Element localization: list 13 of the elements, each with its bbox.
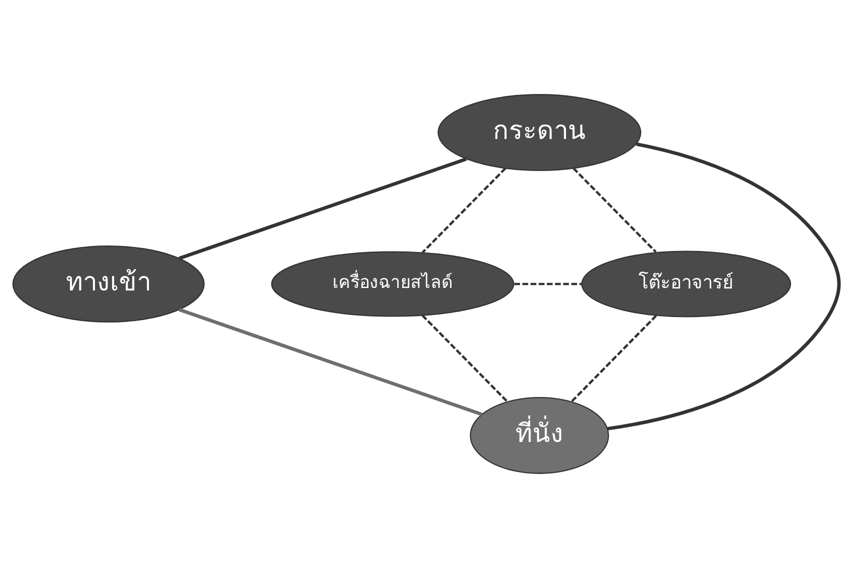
node-ellipse: โต๊ะอาจารย์: [581, 250, 792, 318]
connector: [572, 167, 657, 253]
connector: [422, 167, 506, 254]
connector: [607, 142, 841, 430]
connector: [422, 314, 508, 402]
node-ellipse: ทางเข้า: [12, 246, 205, 322]
connector: [570, 314, 657, 403]
connector: [178, 157, 467, 260]
connector: [178, 308, 482, 416]
connector: [514, 282, 582, 286]
node-ellipse: กระดาน: [438, 94, 642, 172]
node-ellipse: ที่นั่ง: [470, 396, 610, 474]
node-ellipse: เครื่องฉายสไลด์: [271, 251, 514, 317]
